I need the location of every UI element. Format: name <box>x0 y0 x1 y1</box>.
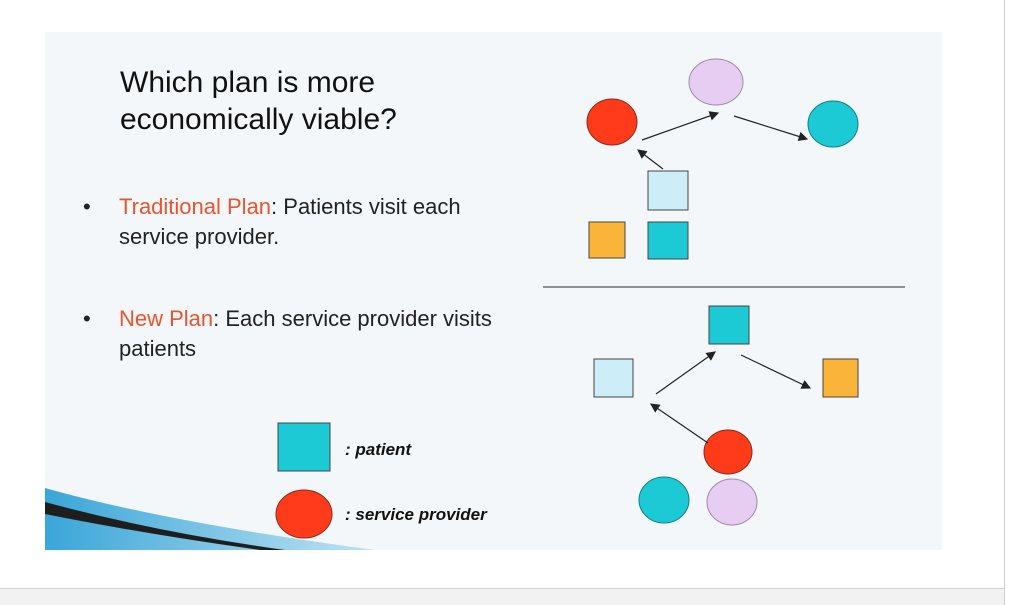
slide-title: Which plan is more economically viable? <box>120 66 397 136</box>
red-provider-circle <box>586 98 638 146</box>
document-viewer: Which plan is more economically viable? … <box>45 32 942 550</box>
corner-swoosh-decoration <box>45 488 375 550</box>
light-blue-patient-square <box>593 358 634 398</box>
cyan-patient-square <box>708 305 750 345</box>
arrow-line <box>650 403 709 444</box>
cyan-provider-circle <box>807 100 859 148</box>
cyan-provider-circle <box>638 476 690 524</box>
slide: Which plan is more economically viable? … <box>45 32 942 550</box>
plans-diagram <box>275 58 905 539</box>
bullet-highlight: New Plan <box>119 306 214 331</box>
vertical-scrollbar[interactable] <box>1004 0 1033 605</box>
lavender-provider-circle <box>706 478 758 526</box>
legend-provider-circle <box>275 489 333 539</box>
legend-provider-label: : service provider <box>345 505 487 524</box>
cyan-patient-square <box>647 221 689 260</box>
bullet-dot-icon: • <box>83 306 91 331</box>
orange-patient-square <box>588 221 626 259</box>
arrow-line <box>637 149 664 170</box>
bullet-highlight: Traditional Plan <box>119 194 272 219</box>
legend-patient-square <box>277 422 331 472</box>
bullet-rest: : Each service provider visits patients <box>119 306 492 361</box>
lavender-provider-circle <box>688 58 744 106</box>
arrow-line <box>740 354 812 389</box>
bottom-bar <box>0 588 1004 605</box>
orange-patient-square <box>822 358 859 398</box>
arrow-line <box>655 351 716 395</box>
bullet-rest: : Patients visit each service provider. <box>119 194 461 249</box>
light-blue-patient-square <box>647 170 689 211</box>
legend-patient-label: : patient <box>345 440 412 459</box>
bullet-text: Traditional Plan: Patients visit each se… <box>119 192 519 252</box>
arrow-line <box>641 111 720 141</box>
arrow-line <box>733 115 809 142</box>
bullet-dot-icon: • <box>83 194 91 219</box>
red-provider-circle <box>703 429 753 475</box>
bullet-text: New Plan: Each service provider visits p… <box>119 304 519 364</box>
